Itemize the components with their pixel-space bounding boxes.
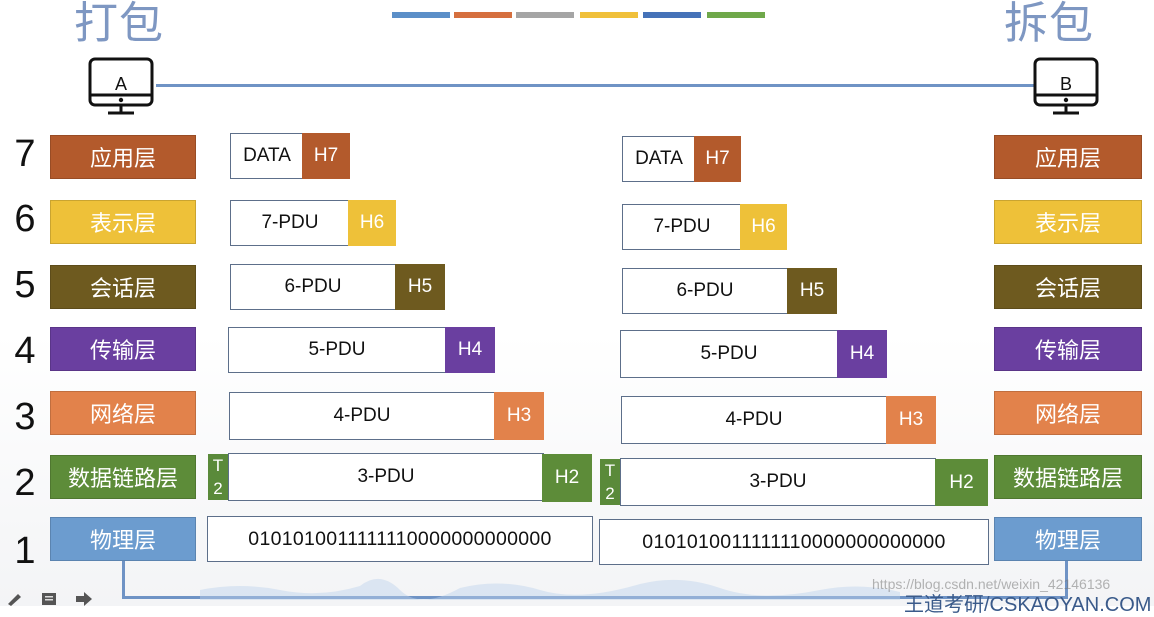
trailer-index: 2 [213, 478, 223, 498]
computer-b-icon: B [1033, 57, 1099, 117]
color-stripe [516, 12, 574, 18]
left-bitstream: 0101010011111110000000000000 [207, 516, 593, 562]
layer-number: 2 [14, 462, 36, 504]
right-header-h4: H4 [837, 330, 887, 378]
color-stripe [392, 12, 450, 18]
computer-a-label: A [114, 74, 127, 94]
layer-number: 1 [14, 530, 36, 572]
right-bitstream: 0101010011111110000000000000 [599, 519, 989, 565]
right-pdu-5: 5-PDU [620, 330, 838, 378]
left-pdu-7: 7-PDU [230, 200, 350, 246]
pen-icon[interactable] [6, 590, 26, 606]
left-header-h6: H6 [348, 200, 396, 246]
left-pdu-3: 3-PDU [228, 453, 544, 501]
color-stripe [643, 12, 701, 18]
left-layer-application: 应用层 [50, 135, 196, 179]
physical-wire-right-vertical [1065, 561, 1068, 599]
left-pdu-4: 4-PDU [229, 392, 495, 440]
color-stripe [454, 12, 512, 18]
physical-wire-left-vertical [122, 561, 125, 599]
layer-number: 5 [14, 264, 36, 306]
trailer-index: 2 [605, 483, 615, 503]
left-layer-presentation: 表示层 [50, 200, 196, 244]
right-layer-network: 网络层 [994, 391, 1142, 435]
left-pdu-6: 6-PDU [230, 264, 396, 310]
url-watermark: https://blog.csdn.net/weixin_42146136 [872, 576, 1111, 592]
next-arrow-icon[interactable] [74, 590, 94, 606]
right-header-h5: H5 [787, 268, 837, 314]
color-stripe [707, 12, 765, 18]
left-header-h5: H5 [395, 264, 445, 310]
computer-a-icon: A [88, 57, 154, 117]
left-layer-physical: 物理层 [50, 517, 196, 561]
right-layer-application: 应用层 [994, 135, 1142, 179]
left-header-h4: H4 [445, 327, 495, 373]
layer-number: 3 [14, 396, 36, 438]
left-layer-datalink: 数据链路层 [50, 455, 196, 499]
left-data-unit: DATA [230, 133, 304, 179]
left-header-h7: H7 [302, 133, 350, 179]
right-layer-session: 会话层 [994, 265, 1142, 309]
title-packing: 打包 [74, 0, 164, 49]
brand-footer: 王道考研/CSKAOYAN.COM [904, 594, 1152, 616]
title-unpacking: 拆包 [1004, 0, 1094, 49]
trailer-letter: T [604, 460, 616, 480]
right-pdu-6: 6-PDU [622, 268, 788, 314]
right-trailer-t2: T 2 [600, 459, 620, 505]
slides-icon[interactable] [40, 590, 60, 606]
right-layer-physical: 物理层 [994, 517, 1142, 561]
right-data-unit: DATA [622, 136, 696, 182]
right-pdu-3: 3-PDU [620, 458, 936, 506]
right-pdu-4: 4-PDU [621, 396, 887, 444]
physical-wire-horizontal [122, 596, 1068, 599]
computer-b-label: B [1059, 74, 1072, 94]
left-header-h2: H2 [542, 454, 592, 502]
slide-toolbar [6, 590, 94, 606]
connection-line [156, 84, 1034, 87]
layer-number: 6 [14, 198, 36, 240]
right-pdu-7: 7-PDU [622, 204, 742, 250]
color-stripe [580, 12, 638, 18]
layer-number: 7 [14, 133, 36, 175]
right-header-h3: H3 [886, 396, 936, 444]
left-pdu-5: 5-PDU [228, 327, 446, 373]
left-header-h3: H3 [494, 392, 544, 440]
right-header-h2: H2 [935, 459, 988, 506]
decorative-wave [200, 578, 900, 600]
right-layer-datalink: 数据链路层 [994, 455, 1142, 499]
left-layer-transport: 传输层 [50, 327, 196, 371]
left-trailer-t2: T 2 [208, 454, 228, 500]
right-layer-presentation: 表示层 [994, 200, 1142, 244]
trailer-letter: T [212, 455, 224, 475]
right-header-h7: H7 [694, 136, 741, 182]
right-layer-transport: 传输层 [994, 327, 1142, 371]
layer-number: 4 [14, 330, 36, 372]
left-layer-network: 网络层 [50, 391, 196, 435]
right-header-h6: H6 [740, 204, 787, 250]
left-layer-session: 会话层 [50, 265, 196, 309]
